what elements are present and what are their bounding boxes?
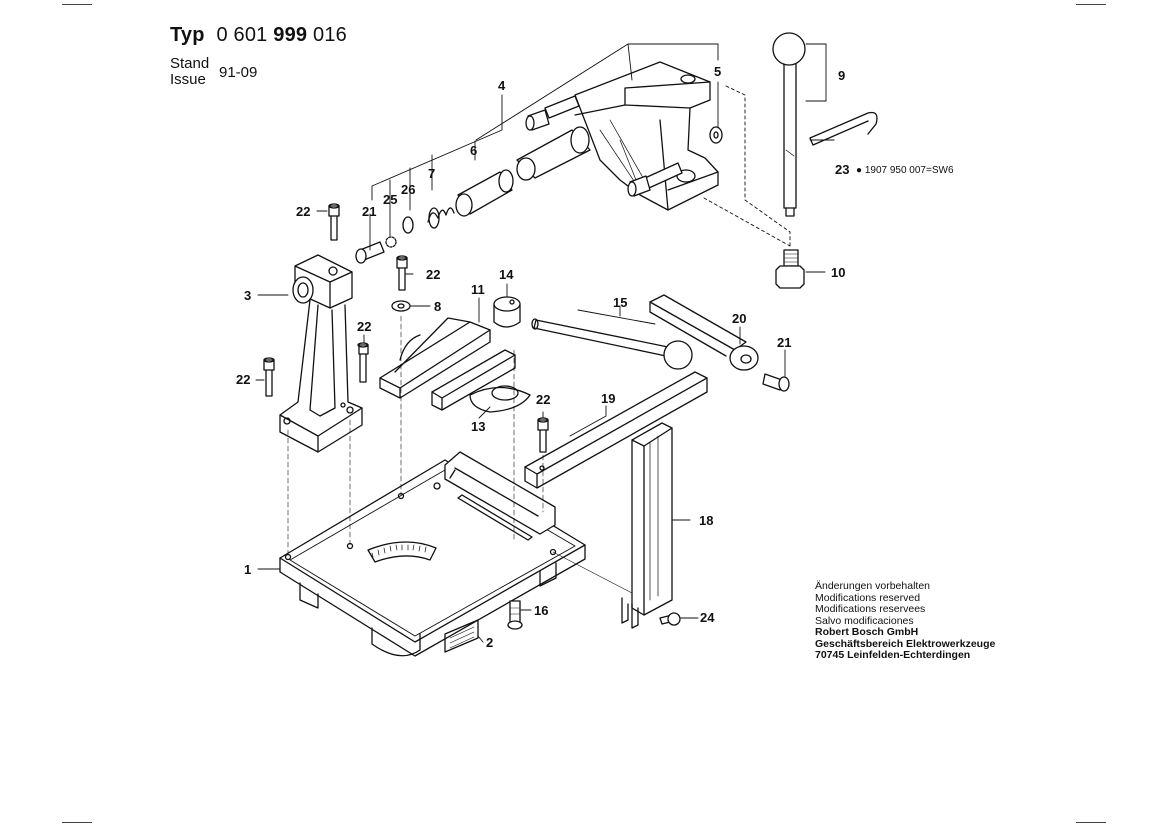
callout-2: 2 <box>486 635 493 650</box>
crop-mark-bottom-left <box>62 822 92 823</box>
callout-22-left: 22 <box>236 372 250 387</box>
callout-16: 16 <box>534 603 548 618</box>
callout-25: 25 <box>383 192 397 207</box>
crop-mark-top-right <box>1076 4 1106 5</box>
upright-bracket <box>621 422 673 629</box>
lever-handle <box>772 32 806 217</box>
stand-label: Stand <box>170 55 210 72</box>
crop-mark-top-left <box>62 4 92 5</box>
cap-screw-22e <box>537 417 549 453</box>
issue-date: 91-09 <box>219 64 258 81</box>
lock-washer <box>385 236 397 248</box>
rod-ball <box>531 318 693 370</box>
stand-issue-label: Stand Issue <box>170 56 209 88</box>
hex-key-part-note: ● 1907 950 007=SW6 <box>856 165 954 176</box>
callout-9: 9 <box>838 68 845 83</box>
callout-6: 6 <box>470 143 477 158</box>
part-prefix: 0 601 <box>216 24 268 46</box>
callout-10: 10 <box>831 265 845 280</box>
footer-division: Geschäftsbereich Elektrowerkzeuge <box>815 637 996 650</box>
washer <box>709 126 723 144</box>
callout-8: 8 <box>434 299 441 314</box>
part-suffix: 016 <box>313 24 348 46</box>
spring <box>427 207 455 223</box>
callout-13: 13 <box>471 419 485 434</box>
type-number: Typ 0 601 999 016 <box>170 24 347 47</box>
cap-screw-21b <box>762 373 790 392</box>
cap-screw-21a <box>355 241 385 264</box>
callout-21-left: 21 <box>362 204 376 219</box>
cap-screw-22c <box>357 342 369 383</box>
footer-address: 70745 Leinfelden-Echterdingen <box>815 649 971 661</box>
base-plate <box>279 451 586 657</box>
callout-19: 19 <box>601 391 615 406</box>
callout-4: 4 <box>498 78 506 93</box>
callout-20: 20 <box>732 311 746 326</box>
clamp-knob <box>493 296 521 328</box>
callout-18: 18 <box>699 513 713 528</box>
clamp-bracket <box>516 61 719 211</box>
fence-clamp <box>431 349 531 413</box>
screw-16 <box>507 600 523 630</box>
sleeve <box>455 169 514 217</box>
callout-23: 23 <box>835 162 849 177</box>
screw-24 <box>659 612 681 626</box>
callout-24: 24 <box>700 610 715 625</box>
callout-26: 26 <box>401 182 415 197</box>
callout-11: 11 <box>471 282 485 297</box>
footer-line-es: Salvo modificaciones <box>815 614 914 627</box>
callout-22-middle: 22 <box>426 267 440 282</box>
leader-lines <box>255 43 835 643</box>
footer-line-de: Änderungen vorbehalten <box>815 580 931 592</box>
threaded-stud <box>775 249 805 289</box>
callout-22-top: 22 <box>296 204 310 219</box>
callout-1: 1 <box>244 562 251 577</box>
callout-22-column: 22 <box>357 319 371 334</box>
callout-3: 3 <box>244 288 251 303</box>
footer-line-fr: Modifications reservees <box>815 603 926 615</box>
footer-block: Änderungen vorbehalten Modifications res… <box>815 580 996 662</box>
callout-5: 5 <box>714 64 721 79</box>
part-bold: 999 <box>273 24 308 46</box>
crop-mark-bottom-right <box>1076 822 1106 823</box>
cap-screw-22d <box>263 357 275 397</box>
footer-line-en: Modifications reserved <box>815 591 921 604</box>
footer-company: Robert Bosch GmbH <box>815 626 919 638</box>
stop-arm <box>649 294 759 371</box>
cap-screw-22a <box>328 203 340 241</box>
washer-8 <box>391 300 411 312</box>
issue-label: Issue <box>170 71 206 88</box>
cap-screw-22b <box>396 255 408 291</box>
callout-7: 7 <box>428 166 435 181</box>
column-arm <box>279 254 363 453</box>
callout-14: 14 <box>499 267 514 282</box>
label-plate <box>444 619 479 653</box>
callout-22-bar: 22 <box>536 392 550 407</box>
callout-15: 15 <box>613 295 627 310</box>
disc <box>402 216 414 234</box>
part-number: 0 601 999 016 <box>216 24 347 46</box>
callout-21-right: 21 <box>777 335 791 350</box>
stop-bar <box>524 371 708 489</box>
typ-label: Typ <box>170 24 205 46</box>
